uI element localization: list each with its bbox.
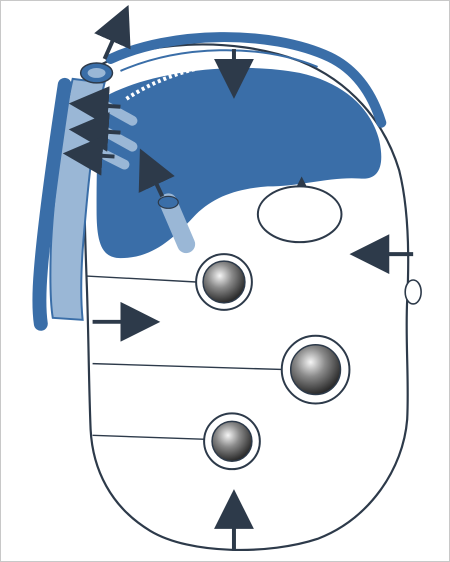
tube-opening-hole: [88, 68, 106, 78]
oval-cell: [258, 186, 342, 242]
arrow-side-1: [89, 105, 121, 107]
round-cell-1: [196, 254, 252, 310]
round-cell-2: [282, 336, 350, 404]
arrow-side-2: [89, 131, 121, 133]
arrow-side-3: [83, 155, 115, 157]
side-oval: [405, 280, 421, 304]
round-cell-3: [204, 413, 260, 469]
